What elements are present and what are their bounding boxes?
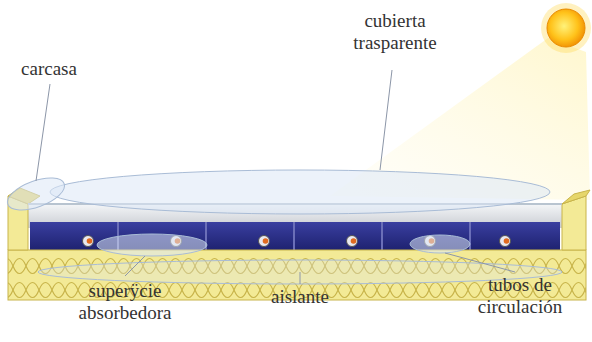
tubes-label: tubos de circulación: [462, 274, 578, 318]
cover-label: cubierta trasparente: [330, 10, 460, 54]
highlight-ellipses: [3, 170, 562, 284]
casing-label: carcasa: [4, 58, 94, 80]
absorber-label: superÿcie absorbedora: [60, 280, 190, 324]
sun: [541, 3, 591, 53]
insulation-label: aislante: [250, 286, 350, 308]
leader-lines: [36, 70, 515, 284]
